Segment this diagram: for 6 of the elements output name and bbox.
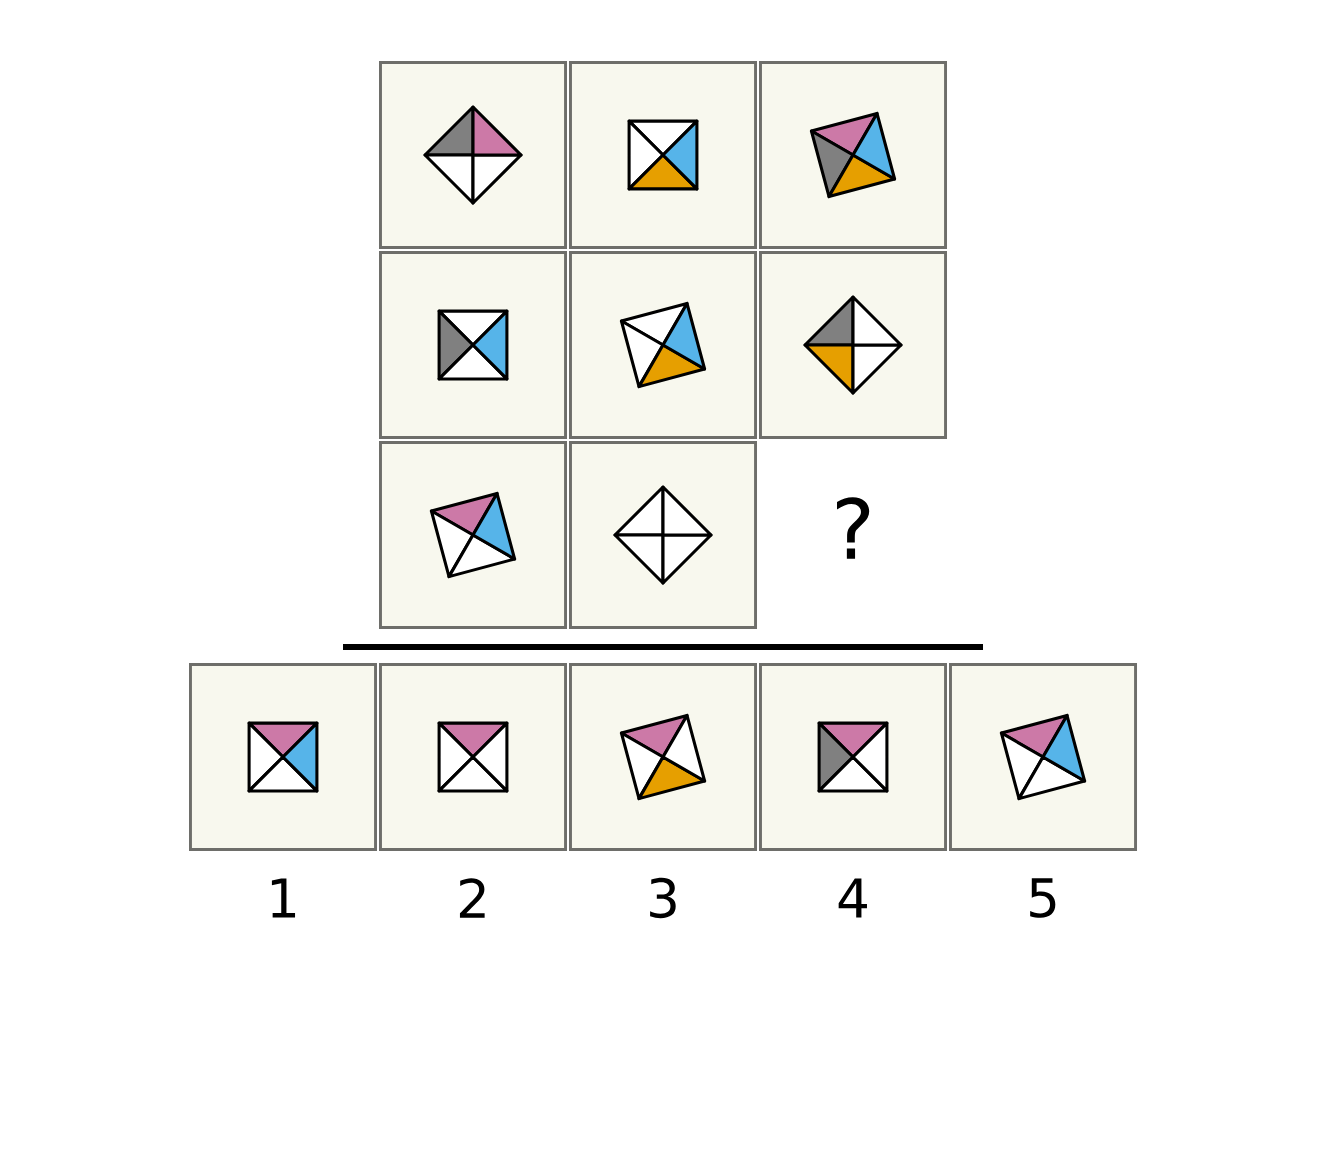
option-number: 4	[838, 878, 867, 918]
question-mark: ?	[837, 497, 870, 559]
option-number: 1	[271, 878, 296, 918]
option-number: 5	[1030, 878, 1056, 918]
option-number: 3	[650, 877, 676, 919]
option-number: 2	[459, 878, 485, 918]
